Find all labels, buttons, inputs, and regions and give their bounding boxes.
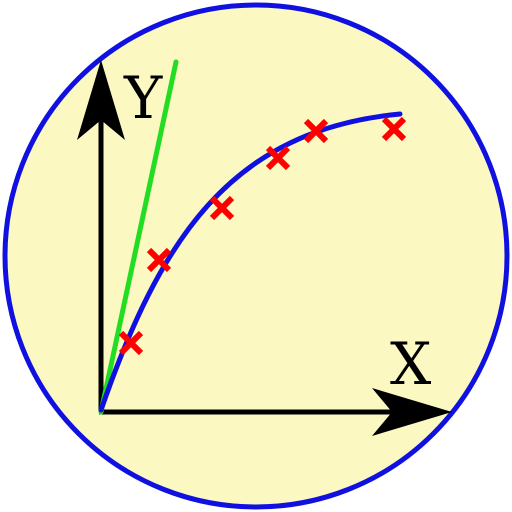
- data-markers: [118, 116, 407, 356]
- marker-x: [303, 118, 329, 144]
- x-axis-label: X: [390, 330, 432, 398]
- marker-x: [209, 195, 235, 221]
- marker-x: [381, 116, 407, 142]
- marker-x: [265, 145, 291, 171]
- marker-x: [118, 330, 144, 356]
- y-axis-arrowhead: [77, 60, 125, 140]
- x-axis-arrowhead: [372, 388, 452, 436]
- y-axis-label: Y: [123, 64, 163, 132]
- marker-x: [146, 247, 172, 273]
- tangent-line: [98, 59, 179, 415]
